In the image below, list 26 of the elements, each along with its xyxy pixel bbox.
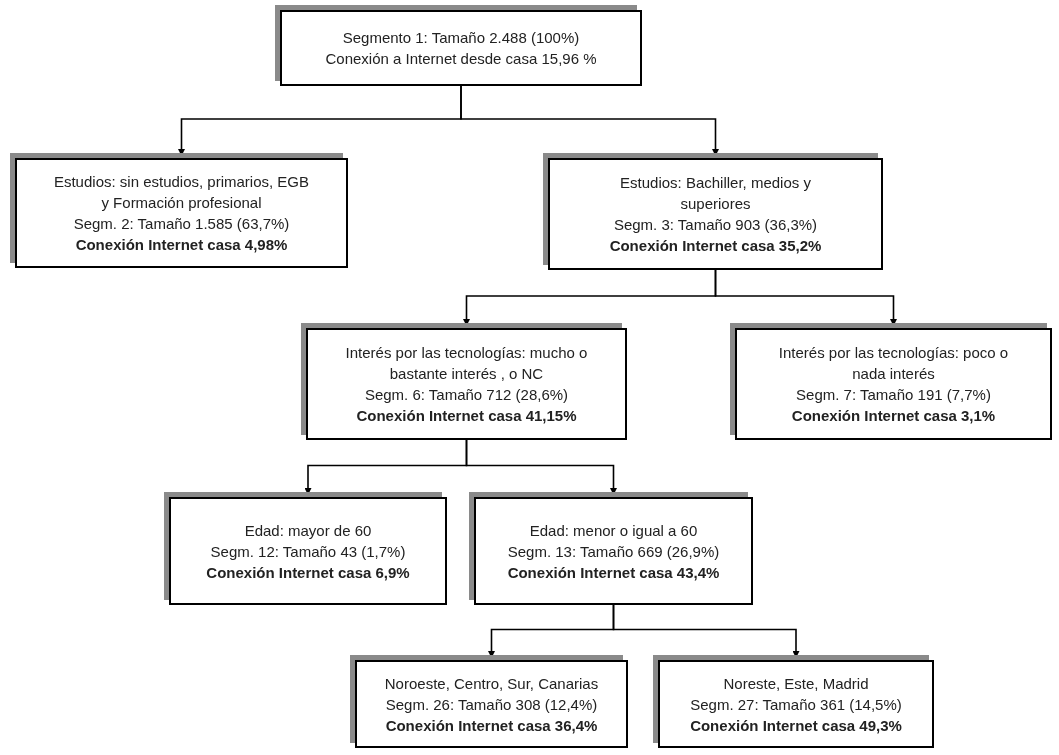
segment-text: Conexión Internet casa 35,2%: [609, 236, 822, 256]
segment-text: Conexión Internet casa 49,3%: [690, 715, 902, 736]
segment-text: Segm. 6: Tamaño 712 (28,6%): [364, 385, 569, 405]
segment-text: Segm. 2: Tamaño 1.585 (63,7%): [73, 214, 290, 234]
segment-text: Estudios: sin estudios, primarios, EGB y Formación profesional: [52, 172, 311, 213]
segment-text: Edad: menor o igual a 60: [529, 520, 698, 541]
segment-text: Interés por las tecnologías: poco o nada interés: [778, 343, 1009, 384]
segment-text: Conexión a Internet desde casa 15,96 %: [325, 49, 597, 69]
segment-text: Conexión Internet casa 4,98%: [75, 235, 288, 255]
segment-text: Noreste, Este, Madrid: [723, 673, 869, 694]
segment-text: Conexión Internet casa 43,4%: [507, 562, 720, 583]
segment-text: Segm. 13: Tamaño 669 (26,9%): [507, 541, 720, 562]
segment-text: Segm. 27: Tamaño 361 (14,5%): [690, 694, 902, 715]
segment-text: Segm. 12: Tamaño 43 (1,7%): [210, 541, 406, 562]
segment-text: Noroeste, Centro, Sur, Canarias: [384, 673, 599, 694]
segment-text: Segm. 3: Tamaño 903 (36,3%): [613, 215, 818, 235]
segment-text: Segm. 26: Tamaño 308 (12,4%): [385, 694, 598, 715]
segment-text: Segmento 1: Tamaño 2.488 (100%): [342, 28, 580, 48]
segment-text: Interés por las tecnologías: mucho o bastante interés , o NC: [344, 343, 589, 384]
segment-text: Conexión Internet casa 6,9%: [206, 562, 410, 583]
segment-text: Conexión Internet casa 36,4%: [385, 715, 598, 736]
segment-text: Conexión Internet casa 3,1%: [791, 406, 996, 426]
segment-text: Edad: mayor de 60: [244, 520, 372, 541]
segment-text: Conexión Internet casa 41,15%: [356, 406, 577, 426]
segment-text: Estudios: Bachiller, medios y superiores: [619, 173, 812, 214]
segment-text: Segm. 7: Tamaño 191 (7,7%): [796, 385, 991, 405]
